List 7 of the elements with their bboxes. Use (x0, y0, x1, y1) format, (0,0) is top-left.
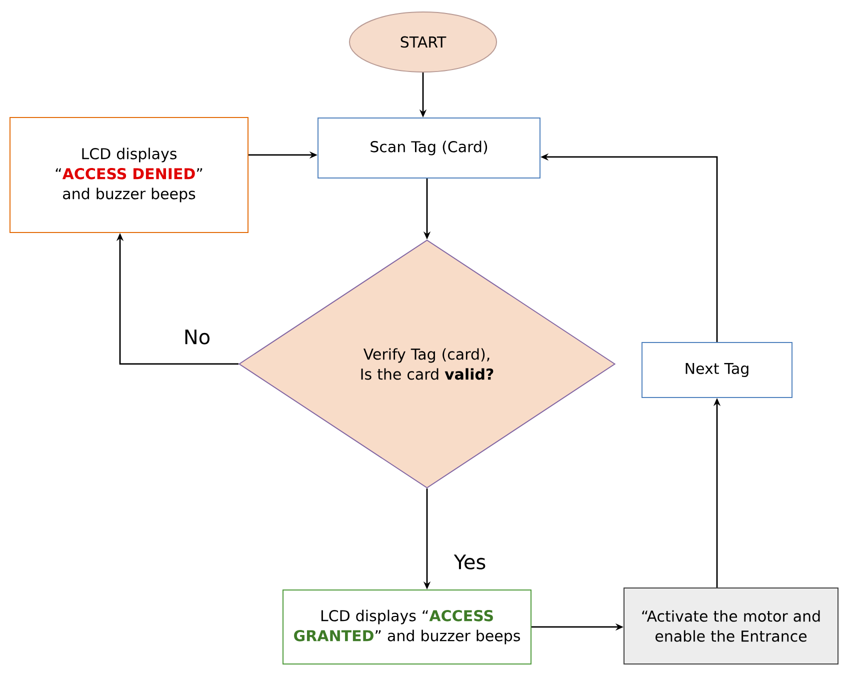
edge-label: Yes (452, 554, 488, 570)
process-box: Next Tag (642, 342, 792, 398)
process-box: LCD displays “ACCESS DENIED” and buzzer beeps (10, 117, 248, 233)
process-box: Scan Tag (Card) (318, 117, 540, 178)
process-box: “Activate the motor and enable the Entrance (624, 587, 838, 664)
edge-label: No (182, 328, 212, 346)
process-box: LCD displays “ACCESS GRANTED” and buzzer beeps (282, 589, 532, 664)
